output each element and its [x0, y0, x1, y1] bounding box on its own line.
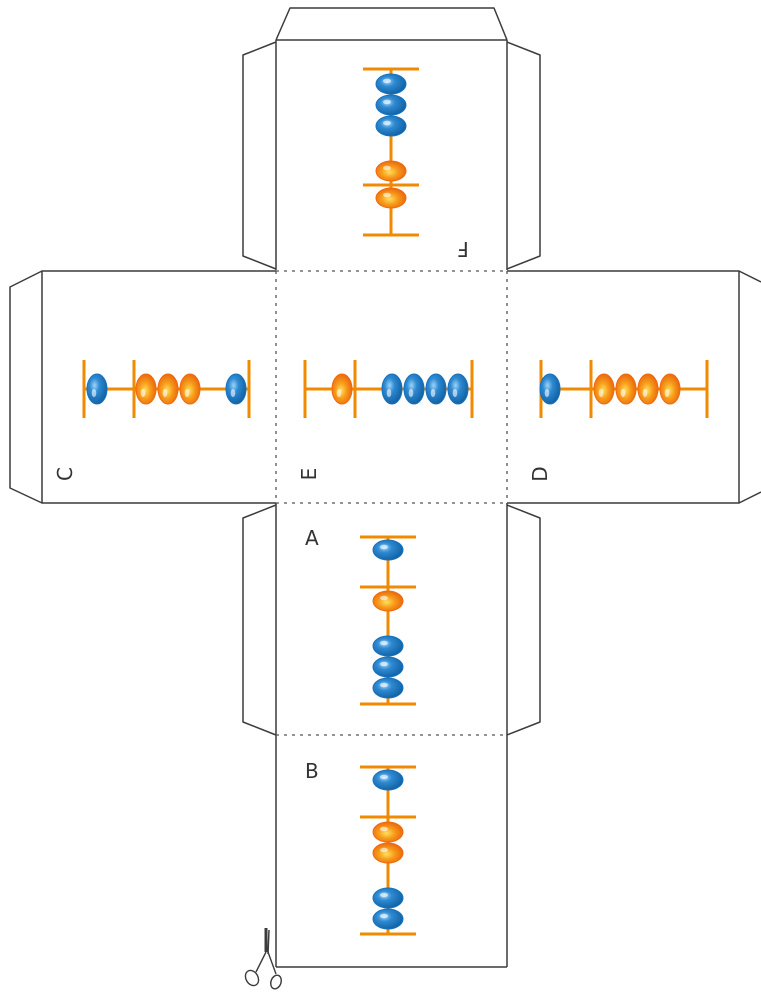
blue-bead [381, 373, 403, 405]
face-label-f: F [457, 237, 469, 261]
orange-bead [593, 373, 615, 405]
blue-bead [86, 373, 108, 405]
blue-bead [372, 908, 404, 930]
blue-bead [447, 373, 469, 405]
face-label-b: B [305, 759, 319, 783]
orange-bead [375, 187, 407, 209]
blue-bead [372, 539, 404, 561]
blue-bead [375, 94, 407, 116]
blue-bead [425, 373, 447, 405]
orange-bead [135, 373, 157, 405]
scissors-icon [244, 928, 282, 990]
abacus-e [303, 360, 474, 418]
abacus-c [82, 360, 251, 418]
orange-bead [372, 821, 404, 843]
orange-bead [372, 842, 404, 864]
blue-bead [539, 373, 561, 405]
orange-bead [659, 373, 681, 405]
face-label-a: A [305, 526, 319, 550]
blue-bead [372, 887, 404, 909]
orange-bead [157, 373, 179, 405]
orange-bead [372, 590, 404, 612]
abacus-d [539, 360, 709, 418]
blue-bead [375, 73, 407, 95]
blue-bead [403, 373, 425, 405]
fold-lines [275, 270, 508, 736]
abacus-b [360, 765, 416, 936]
face-label-d: D [528, 466, 552, 481]
orange-bead [375, 160, 407, 182]
blue-bead [375, 115, 407, 137]
orange-bead [331, 373, 353, 405]
orange-bead [637, 373, 659, 405]
blue-bead [372, 656, 404, 678]
orange-bead [615, 373, 637, 405]
abacus-a [360, 535, 416, 706]
face-label-e: E [297, 468, 321, 481]
orange-bead [179, 373, 201, 405]
blue-bead [372, 677, 404, 699]
blue-bead [225, 373, 247, 405]
blue-bead [372, 769, 404, 791]
abacus-f [363, 67, 419, 237]
face-label-c: C [53, 467, 77, 481]
blue-bead [372, 635, 404, 657]
